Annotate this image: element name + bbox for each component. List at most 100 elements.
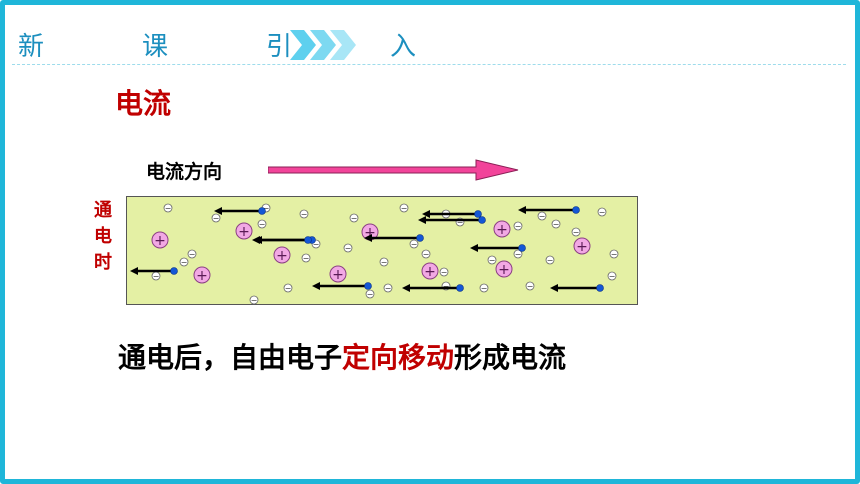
free-electron: − [441,281,451,291]
caption-highlight: 定向移动 [342,341,455,374]
moving-electron [402,284,464,292]
free-electron: − [257,219,267,229]
svg-text:+: + [496,222,508,238]
svg-text:+: + [196,268,208,284]
moving-electron [254,236,312,244]
svg-text:−: − [367,290,374,299]
free-electron: − [283,283,293,293]
svg-text:−: − [573,228,580,237]
svg-text:+: + [576,239,588,255]
moving-electron [518,206,580,214]
svg-text:−: − [251,296,258,305]
free-electron: − [545,255,555,265]
svg-text:−: − [611,250,618,259]
moving-electron [312,282,372,290]
free-electron: − [187,249,197,259]
free-electron: − [179,257,189,267]
svg-text:−: − [457,218,464,227]
free-electron: − [525,281,535,291]
free-electron: − [379,257,389,267]
svg-text:−: − [609,272,616,281]
svg-text:−: − [263,204,270,213]
positive-ion: + [151,231,169,249]
free-electron: − [343,243,353,253]
svg-text:−: − [489,256,496,265]
free-electron: − [551,219,561,229]
free-electron: − [421,249,431,259]
free-electron: − [399,203,409,213]
current-direction-label: 电流方向 [146,161,223,183]
svg-text:+: + [332,267,344,283]
energized-label: 通 电 时 [92,198,114,276]
svg-text:−: − [539,212,546,221]
svg-text:−: − [423,250,430,259]
free-electron: − [301,253,311,263]
energized-label-char: 通 [94,200,112,221]
positive-ion: + [329,265,347,283]
free-electron: − [537,211,547,221]
svg-text:−: − [527,282,534,291]
svg-text:−: − [345,244,352,253]
svg-text:−: − [213,214,220,223]
slide-heading: 电流 [115,87,172,120]
free-electron: − [163,203,173,213]
caption: 通电后，自由电子定向移动形成电流 [118,336,566,376]
svg-text:−: − [285,284,292,293]
free-electron: − [607,271,617,281]
svg-text:−: − [381,258,388,267]
free-electron: − [439,267,449,277]
svg-text:−: − [553,220,560,229]
svg-text:−: − [165,204,172,213]
positive-ion: + [495,260,513,278]
svg-text:+: + [276,248,288,264]
svg-text:−: − [515,250,522,259]
moving-electron [470,244,526,252]
free-electron: − [299,209,309,219]
positive-ion: + [573,237,591,255]
chevron-arrows-icon [290,30,356,60]
caption-part: 通电后，自由电子 [118,341,343,374]
positive-ion: + [193,266,211,284]
free-electron: − [383,283,393,293]
svg-text:+: + [238,224,250,240]
free-electron: − [597,207,607,217]
free-electron: − [211,213,221,223]
moving-electron [214,207,266,215]
free-electron: − [513,221,523,231]
svg-text:−: − [441,268,448,277]
section-title: 新 课 引 入 [18,32,453,62]
svg-text:−: − [181,258,188,267]
svg-text:−: − [301,210,308,219]
conductor-diagram: ++++++++++ −−−−−−−−−−−−−−−−−−−−−−−−−−−−−… [126,196,638,305]
caption-part: 形成电流 [454,341,567,374]
svg-text:−: − [153,272,160,281]
free-electron: − [409,239,419,249]
svg-text:+: + [498,262,510,278]
svg-text:−: − [411,240,418,249]
svg-text:−: − [547,256,554,265]
svg-text:−: − [303,254,310,263]
moving-electron [418,216,486,224]
svg-text:−: − [401,204,408,213]
positive-ion: + [493,220,511,238]
svg-text:−: − [443,282,450,291]
positive-ion: + [273,246,291,264]
energized-label-char: 时 [94,252,112,273]
free-electron: − [487,255,497,265]
free-electron: − [349,213,359,223]
positive-ion: + [235,222,253,240]
svg-text:−: − [313,240,320,249]
free-electron: − [365,289,375,299]
moving-electron [364,234,424,242]
free-electron: − [513,249,523,259]
conductor-body [126,196,638,305]
positive-ion: + [421,262,439,280]
svg-text:−: − [259,220,266,229]
moving-electron [422,210,482,218]
svg-text:+: + [364,225,376,241]
svg-text:−: − [599,208,606,217]
free-electron: − [249,295,259,305]
svg-text:−: − [189,250,196,259]
svg-text:+: + [424,264,436,280]
moving-electron [550,284,604,292]
